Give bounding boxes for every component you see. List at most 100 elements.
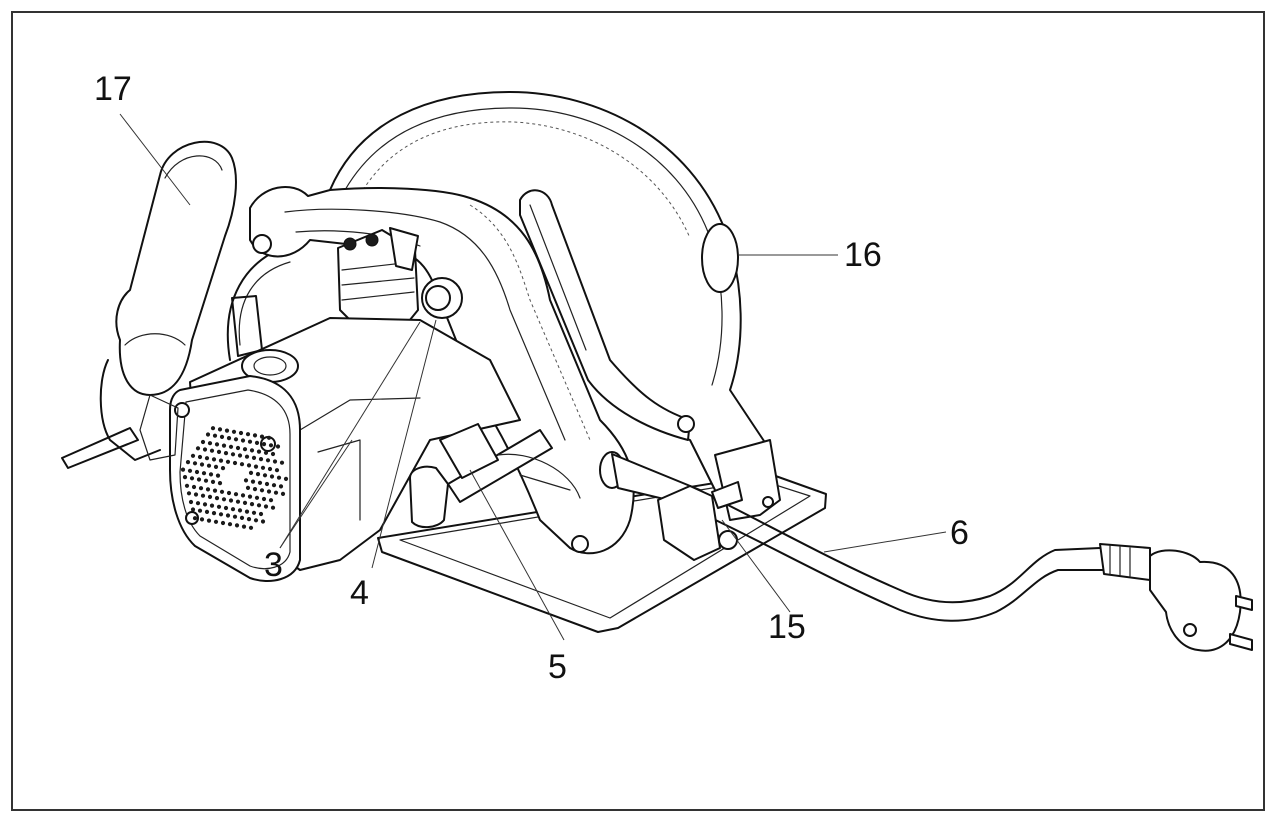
vent-hole [265, 458, 271, 463]
vent-hole [213, 519, 219, 524]
callout-6: 6 [950, 514, 969, 552]
vent-hole [248, 525, 254, 530]
vent-hole [244, 454, 250, 459]
vent-hole [188, 499, 194, 505]
vent-hole [210, 479, 216, 484]
vent-hole [203, 478, 209, 483]
vent-hole [209, 448, 215, 453]
vent-hole [187, 468, 193, 473]
vent-hole [230, 507, 236, 512]
vent-hole [263, 450, 269, 455]
vent-hole [279, 460, 285, 465]
vent-hole [191, 484, 197, 490]
vent-hole [278, 484, 284, 489]
vent-hole [226, 490, 232, 496]
vent-hole [219, 489, 225, 494]
vent-hole [215, 473, 221, 478]
trigger-switch [337, 227, 419, 331]
vent-hole [190, 453, 196, 458]
vent-hole [248, 470, 254, 475]
vent-hole [216, 449, 222, 454]
vent-hole [251, 510, 257, 515]
vent-hole [214, 442, 220, 447]
vent-hole [212, 488, 218, 493]
leader-5 [469, 469, 565, 641]
vent-hole [189, 476, 195, 481]
vent-hole [186, 491, 192, 496]
vent-hole [234, 523, 240, 528]
vent-hole [205, 487, 211, 492]
vent-hole [252, 487, 258, 492]
vent-hole [195, 446, 201, 451]
callout-16: 16 [844, 236, 882, 274]
vent-hole [273, 490, 279, 495]
vent-hole [251, 455, 257, 460]
vent-hole [259, 434, 265, 439]
vent-hole [217, 427, 223, 432]
leader-6 [823, 531, 947, 553]
vent-hole [246, 517, 252, 522]
vent-hole [221, 497, 227, 502]
vent-hole [218, 458, 224, 463]
callout-labels: 17 16 3 4 5 6 15 [94, 70, 969, 686]
vent-hole [247, 494, 253, 499]
vent-hole [223, 505, 229, 511]
vent-hole [254, 440, 260, 445]
vent-hole [267, 466, 273, 472]
vent-hole [258, 511, 264, 517]
vent-hole [192, 516, 198, 521]
vent-hole [231, 429, 237, 434]
vent-hole [240, 493, 246, 498]
vent-hole [240, 438, 246, 443]
vent-hole [233, 492, 239, 497]
vent-hole [256, 503, 262, 508]
lock-off-button [421, 277, 463, 319]
vent-hole [182, 475, 188, 480]
vent-hole [253, 518, 259, 523]
vent-hole [261, 442, 267, 447]
vent-hole [218, 512, 224, 517]
vent-hole [242, 447, 248, 452]
vent-hole [197, 454, 203, 460]
vent-hole [261, 496, 267, 502]
vent-hole [190, 507, 196, 512]
vent-hole [266, 435, 272, 440]
vent-hole [201, 471, 207, 476]
vent-hole [238, 430, 244, 436]
vent-hole [199, 462, 205, 467]
vent-hole [260, 465, 266, 470]
vent-hole [244, 509, 250, 514]
vent-hole [205, 432, 211, 437]
vent-hole [257, 480, 263, 485]
vent-hole [246, 463, 252, 468]
vent-hole [195, 501, 201, 506]
vent-hole [275, 444, 281, 449]
vent-hole [225, 459, 231, 464]
vent-grille [180, 426, 289, 530]
vent-hole [252, 433, 258, 438]
vent-hole [264, 481, 270, 487]
vent-hole [180, 467, 186, 472]
vent-hole [200, 493, 206, 498]
vent-hole [185, 460, 191, 465]
vent-hole [283, 476, 289, 481]
vent-hole [239, 515, 245, 521]
vent-hole [206, 518, 212, 523]
vent-hole [254, 495, 260, 500]
vent-hole [209, 503, 215, 508]
vent-hole [250, 479, 256, 484]
vent-hole [212, 433, 218, 438]
leader-3 [279, 321, 421, 549]
vent-hole [253, 464, 259, 469]
vent-hole [194, 469, 200, 475]
leader-17 [119, 113, 191, 206]
cord-clip [657, 481, 743, 561]
callout-15: 15 [768, 608, 806, 646]
vent-hole [202, 447, 208, 452]
vent-hole [220, 520, 226, 526]
vent-hole [226, 436, 232, 441]
leader-3b [279, 439, 353, 549]
vent-hole [211, 510, 217, 516]
vent-hole [258, 457, 264, 462]
vent-hole [221, 443, 227, 448]
